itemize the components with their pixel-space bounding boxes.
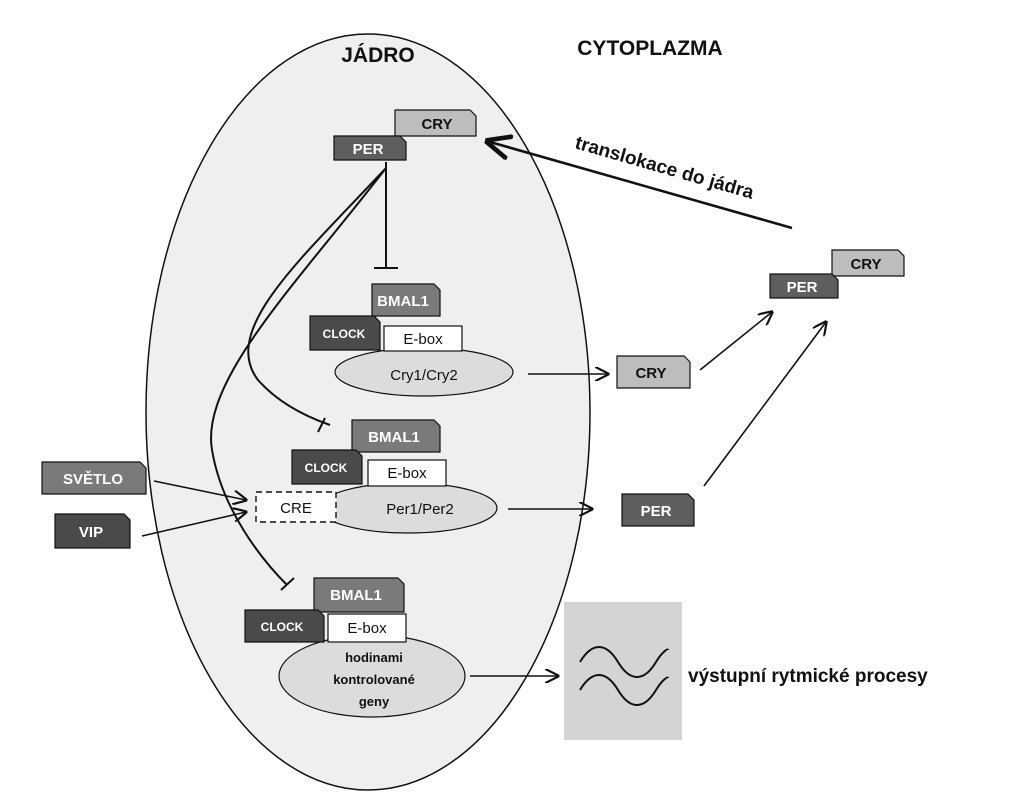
clock-label-1: CLOCK [323,327,366,341]
cre-box [255,491,337,523]
bmal1-label-2: BMAL1 [368,429,420,446]
light-label: SVĚTLO [63,470,123,488]
vip-label: VIP [79,524,103,541]
translocation-label: translokace do jádra [573,133,757,204]
per-box [333,135,407,161]
product-cry: CRY [616,355,691,389]
input-vip: VIP [54,513,131,549]
translocation-arrow [490,142,793,230]
cry-label-right: CRY [850,256,881,273]
ebox-label-3: E-box [347,620,387,637]
cytoplasm-heading: CYTOPLAZMA [577,37,722,60]
ebox-label-1: E-box [403,331,443,348]
output-wave-box [564,602,682,740]
clock-box-2 [291,449,363,485]
ebox-label-2: E-box [387,465,427,482]
arrow-light-to-cre [153,480,246,500]
product-per-label: PER [641,503,672,520]
ebox-2 [367,459,447,487]
per-label-right: PER [787,279,818,296]
output-rhythm [564,602,682,740]
gene-ccg-line-1: hodinami [345,650,403,665]
arrow-vip-to-cre [141,512,246,537]
inhibition-to-ccg [210,167,387,586]
cry-box-right [831,249,905,277]
gene-ccg-group: hodinami kontrolované geny BMAL1 CLOCK E… [244,577,466,718]
nucleus-heading: JÁDRO [341,44,415,67]
clock-box-3 [244,609,325,643]
bmal1-label-1: BMAL1 [377,293,429,310]
cry-box [394,109,477,137]
output-label: výstupní rytmické procesy [688,666,928,687]
arrow-cry-to-complex [699,312,772,371]
inhibition-bar-per [317,417,326,433]
product-cry-label: CRY [635,365,666,382]
per-label: PER [353,141,384,158]
arrow-per-to-complex [703,322,826,487]
inhibition-to-per-gene [247,167,387,426]
ebox-1 [383,325,463,352]
nucleus-ellipse [145,33,591,791]
per-cry-complex-nucleus: CRY PER [333,109,477,161]
cry-label: CRY [421,116,452,133]
clock-box-1 [309,315,381,351]
per-cry-complex-cytoplasm: CRY PER [769,249,905,299]
product-cry-box [616,355,691,389]
clock-label-2: CLOCK [305,461,348,475]
inhibition-lines [210,162,398,591]
inhibition-bar-ccg [280,577,295,591]
gene-ccg-line-2: kontrolované [333,672,415,687]
gene-per-group: Per1/Per2 BMAL1 CLOCK E-box CRE [255,419,498,534]
gene-per-label: Per1/Per2 [386,501,454,518]
bmal1-box-2 [351,419,441,453]
clock-label-3: CLOCK [261,620,304,634]
input-light: SVĚTLO [41,461,147,495]
bmal1-label-3: BMAL1 [330,587,382,604]
gene-ccg-line-3: geny [359,694,390,709]
product-per-box [621,493,695,527]
bmal1-box-3 [313,577,405,613]
cre-label: CRE [280,500,312,517]
ebox-3 [327,613,407,643]
vip-box [54,513,131,549]
per-box-right [769,273,839,299]
product-per: PER [621,493,695,527]
gene-cry-label: Cry1/Cry2 [390,367,458,384]
gene-cry-group: Cry1/Cry2 BMAL1 CLOCK E-box [309,283,514,397]
wave-icon-1 [579,646,669,678]
light-box [41,461,147,495]
bmal1-box-1 [371,283,441,317]
wave-icon-2 [579,674,669,706]
